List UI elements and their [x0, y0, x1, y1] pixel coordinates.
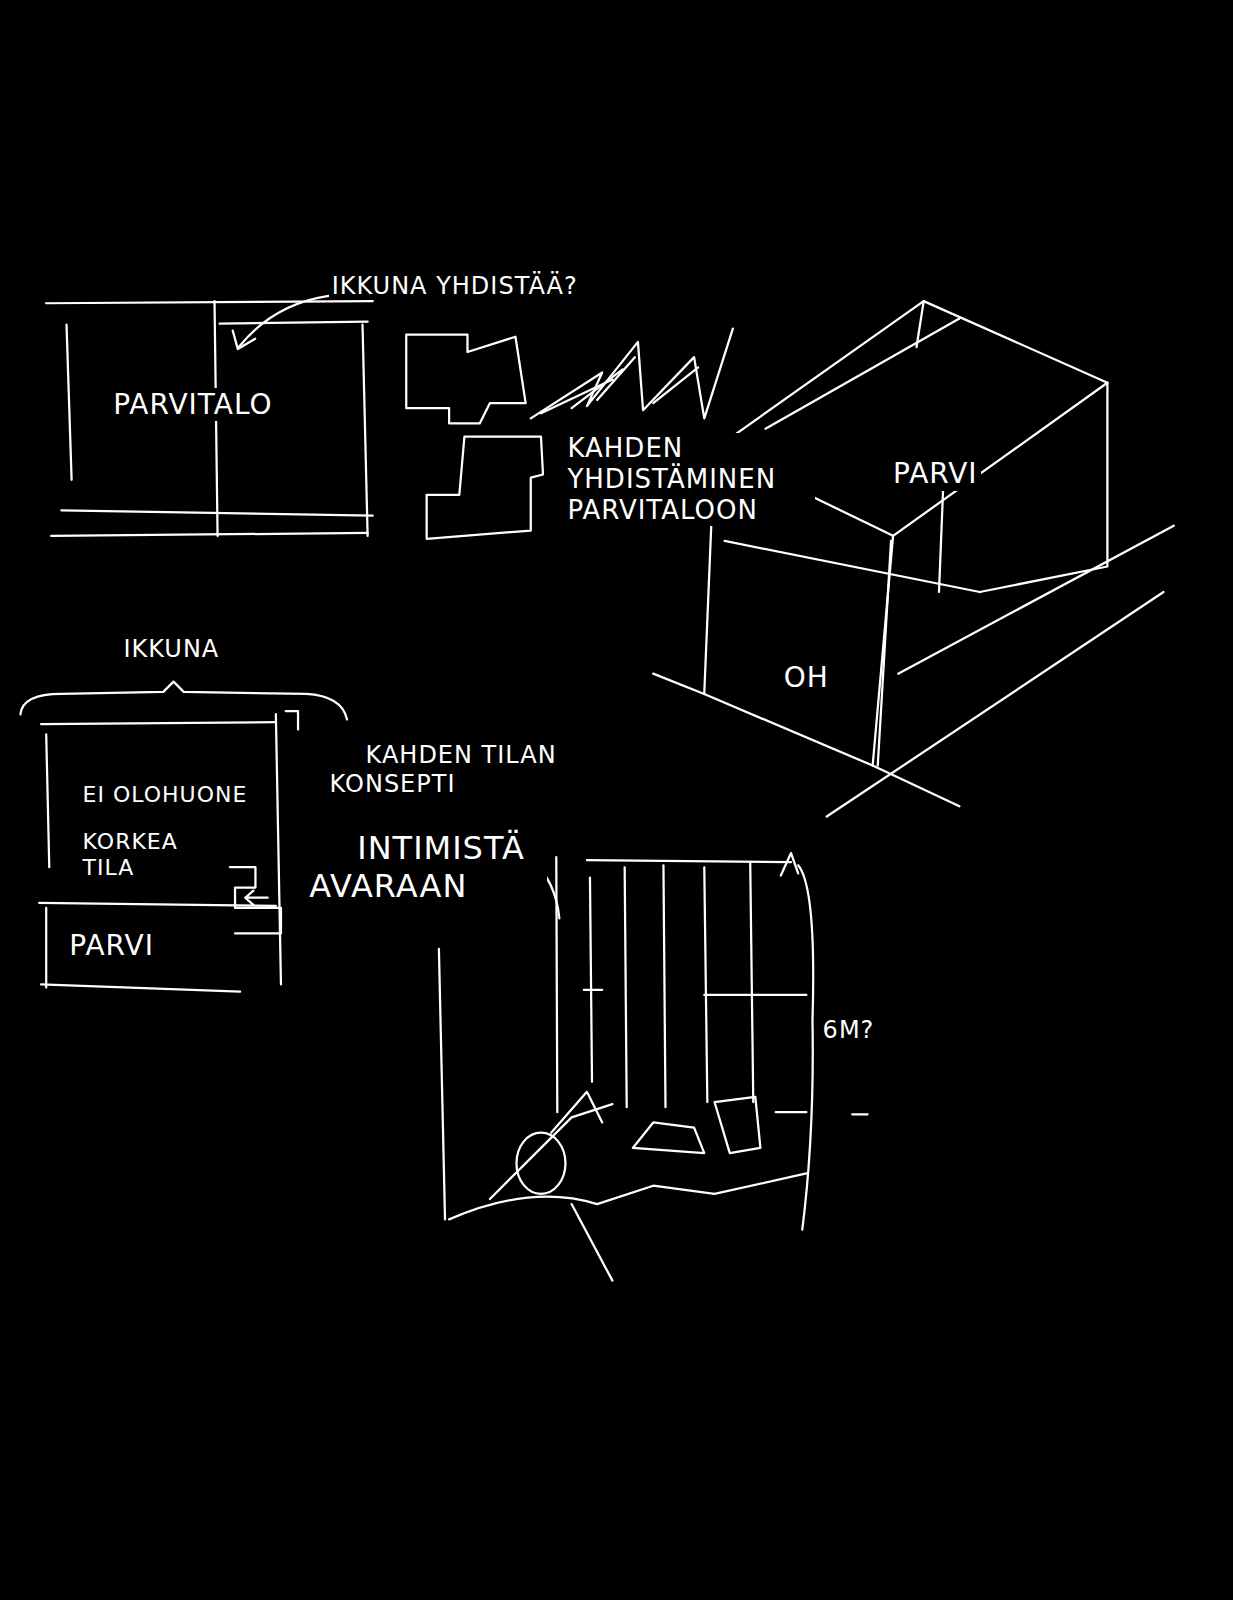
perspective-line — [584, 990, 807, 995]
note-label: IKKUNA YHDISTÄÄ? — [329, 272, 581, 301]
volume-box: PARVI OH — [643, 296, 1184, 822]
note-label: KAHDEN TILAN KONSEPTI — [327, 741, 578, 799]
floor-plan — [406, 335, 525, 424]
sketch-line — [873, 766, 960, 807]
dash — [776, 1112, 868, 1114]
node-text: PARVITALO — [110, 388, 275, 422]
sketch-line — [878, 541, 891, 766]
node-text: OH — [781, 661, 832, 695]
node-text: PARVI — [66, 929, 157, 963]
sketch-line — [362, 325, 367, 536]
perspective-line — [590, 878, 592, 1082]
note-label: KAHDEN YHDISTÄMINEN PARVITALOON — [564, 433, 815, 527]
sketch-line — [766, 318, 960, 428]
sketch-line — [245, 891, 267, 905]
perspective-line — [449, 1173, 806, 1219]
node-text: EI OLOHUONE — [80, 782, 251, 808]
sketch-line — [46, 735, 49, 868]
sketch-line — [46, 301, 373, 303]
node-text: PARVI — [890, 457, 981, 491]
sketch-line — [51, 533, 367, 536]
sketch-line — [276, 714, 281, 984]
sketch-line — [41, 985, 240, 992]
sketch-lines — [20, 296, 867, 1281]
node-outline — [643, 296, 1184, 822]
section-box: PARVIIKKUNAEI OLOHUONEKORKEA TILA — [36, 714, 291, 995]
sketch-line — [41, 723, 276, 725]
perspective-line — [704, 867, 707, 1102]
sketch-line — [980, 383, 1108, 592]
perspective-line — [439, 857, 559, 1219]
sketch-line — [714, 301, 923, 449]
sketch-line — [653, 674, 704, 694]
sketch-line — [45, 908, 47, 988]
sketch-line — [219, 322, 367, 324]
arrow-head — [781, 853, 798, 875]
person-figure — [516, 1133, 565, 1194]
sketch-line — [898, 526, 1174, 674]
floor-plan — [427, 437, 543, 539]
roof-zigzag — [531, 329, 733, 419]
sketch-line — [827, 592, 1164, 817]
person-figure — [490, 1092, 612, 1281]
perspective-line — [625, 867, 627, 1107]
sketch-line — [61, 510, 372, 515]
sketch-line — [917, 301, 924, 347]
note-label: 6M? — [820, 1016, 878, 1045]
sketch-line — [230, 868, 281, 934]
furniture — [633, 1097, 761, 1153]
perspective-line — [750, 862, 753, 1102]
perspective-line — [587, 860, 791, 862]
sketch-line — [66, 325, 71, 480]
note-label: INTIMISTÄ AVARAAN — [306, 829, 547, 906]
node-text: IKKUNA — [120, 635, 222, 664]
stair — [286, 711, 298, 729]
roof-zigzag — [541, 357, 698, 413]
perspective-line — [663, 865, 665, 1107]
node-text: KORKEA TILA — [80, 829, 200, 882]
plan-box: PARVITALO — [41, 291, 378, 546]
sketch-line — [39, 903, 276, 906]
arrow-head — [233, 331, 255, 349]
perspective-line — [556, 857, 557, 1112]
sketch-line — [924, 301, 1108, 383]
loft-band: PARVI — [49, 911, 233, 982]
